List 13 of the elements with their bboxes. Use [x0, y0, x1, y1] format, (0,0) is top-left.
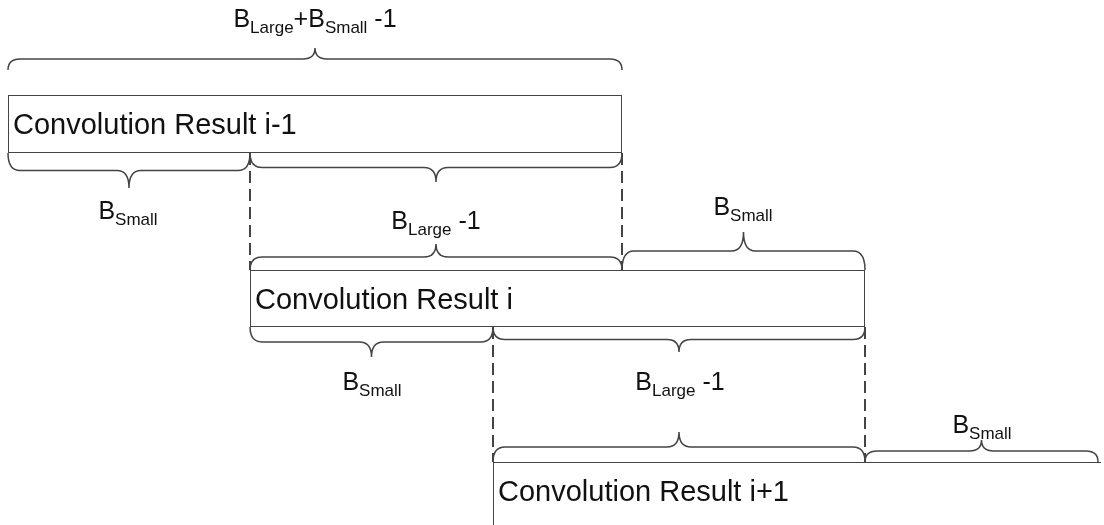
span-label: B$_{Small}$: [342, 367, 402, 401]
span-label: B$_{Large}$ -1: [391, 206, 481, 240]
bar-label: Convolution Result i-1: [13, 107, 297, 141]
span-label: B$_{Small}$: [98, 196, 158, 230]
result-bar: [8, 95, 622, 153]
span-label: B$_{Large}$+B$_{Small}$ -1: [233, 4, 397, 38]
bar-label: Convolution Result i: [255, 282, 513, 315]
span-label: B$_{Large}$ -1: [635, 367, 725, 401]
span-label: B$_{Small}$: [952, 410, 1012, 444]
result-bar: [493, 462, 1101, 525]
result-bar: [250, 270, 865, 327]
bar-label: Convolution Result i+1: [498, 474, 789, 508]
span-label: B$_{Small}$: [713, 192, 773, 226]
